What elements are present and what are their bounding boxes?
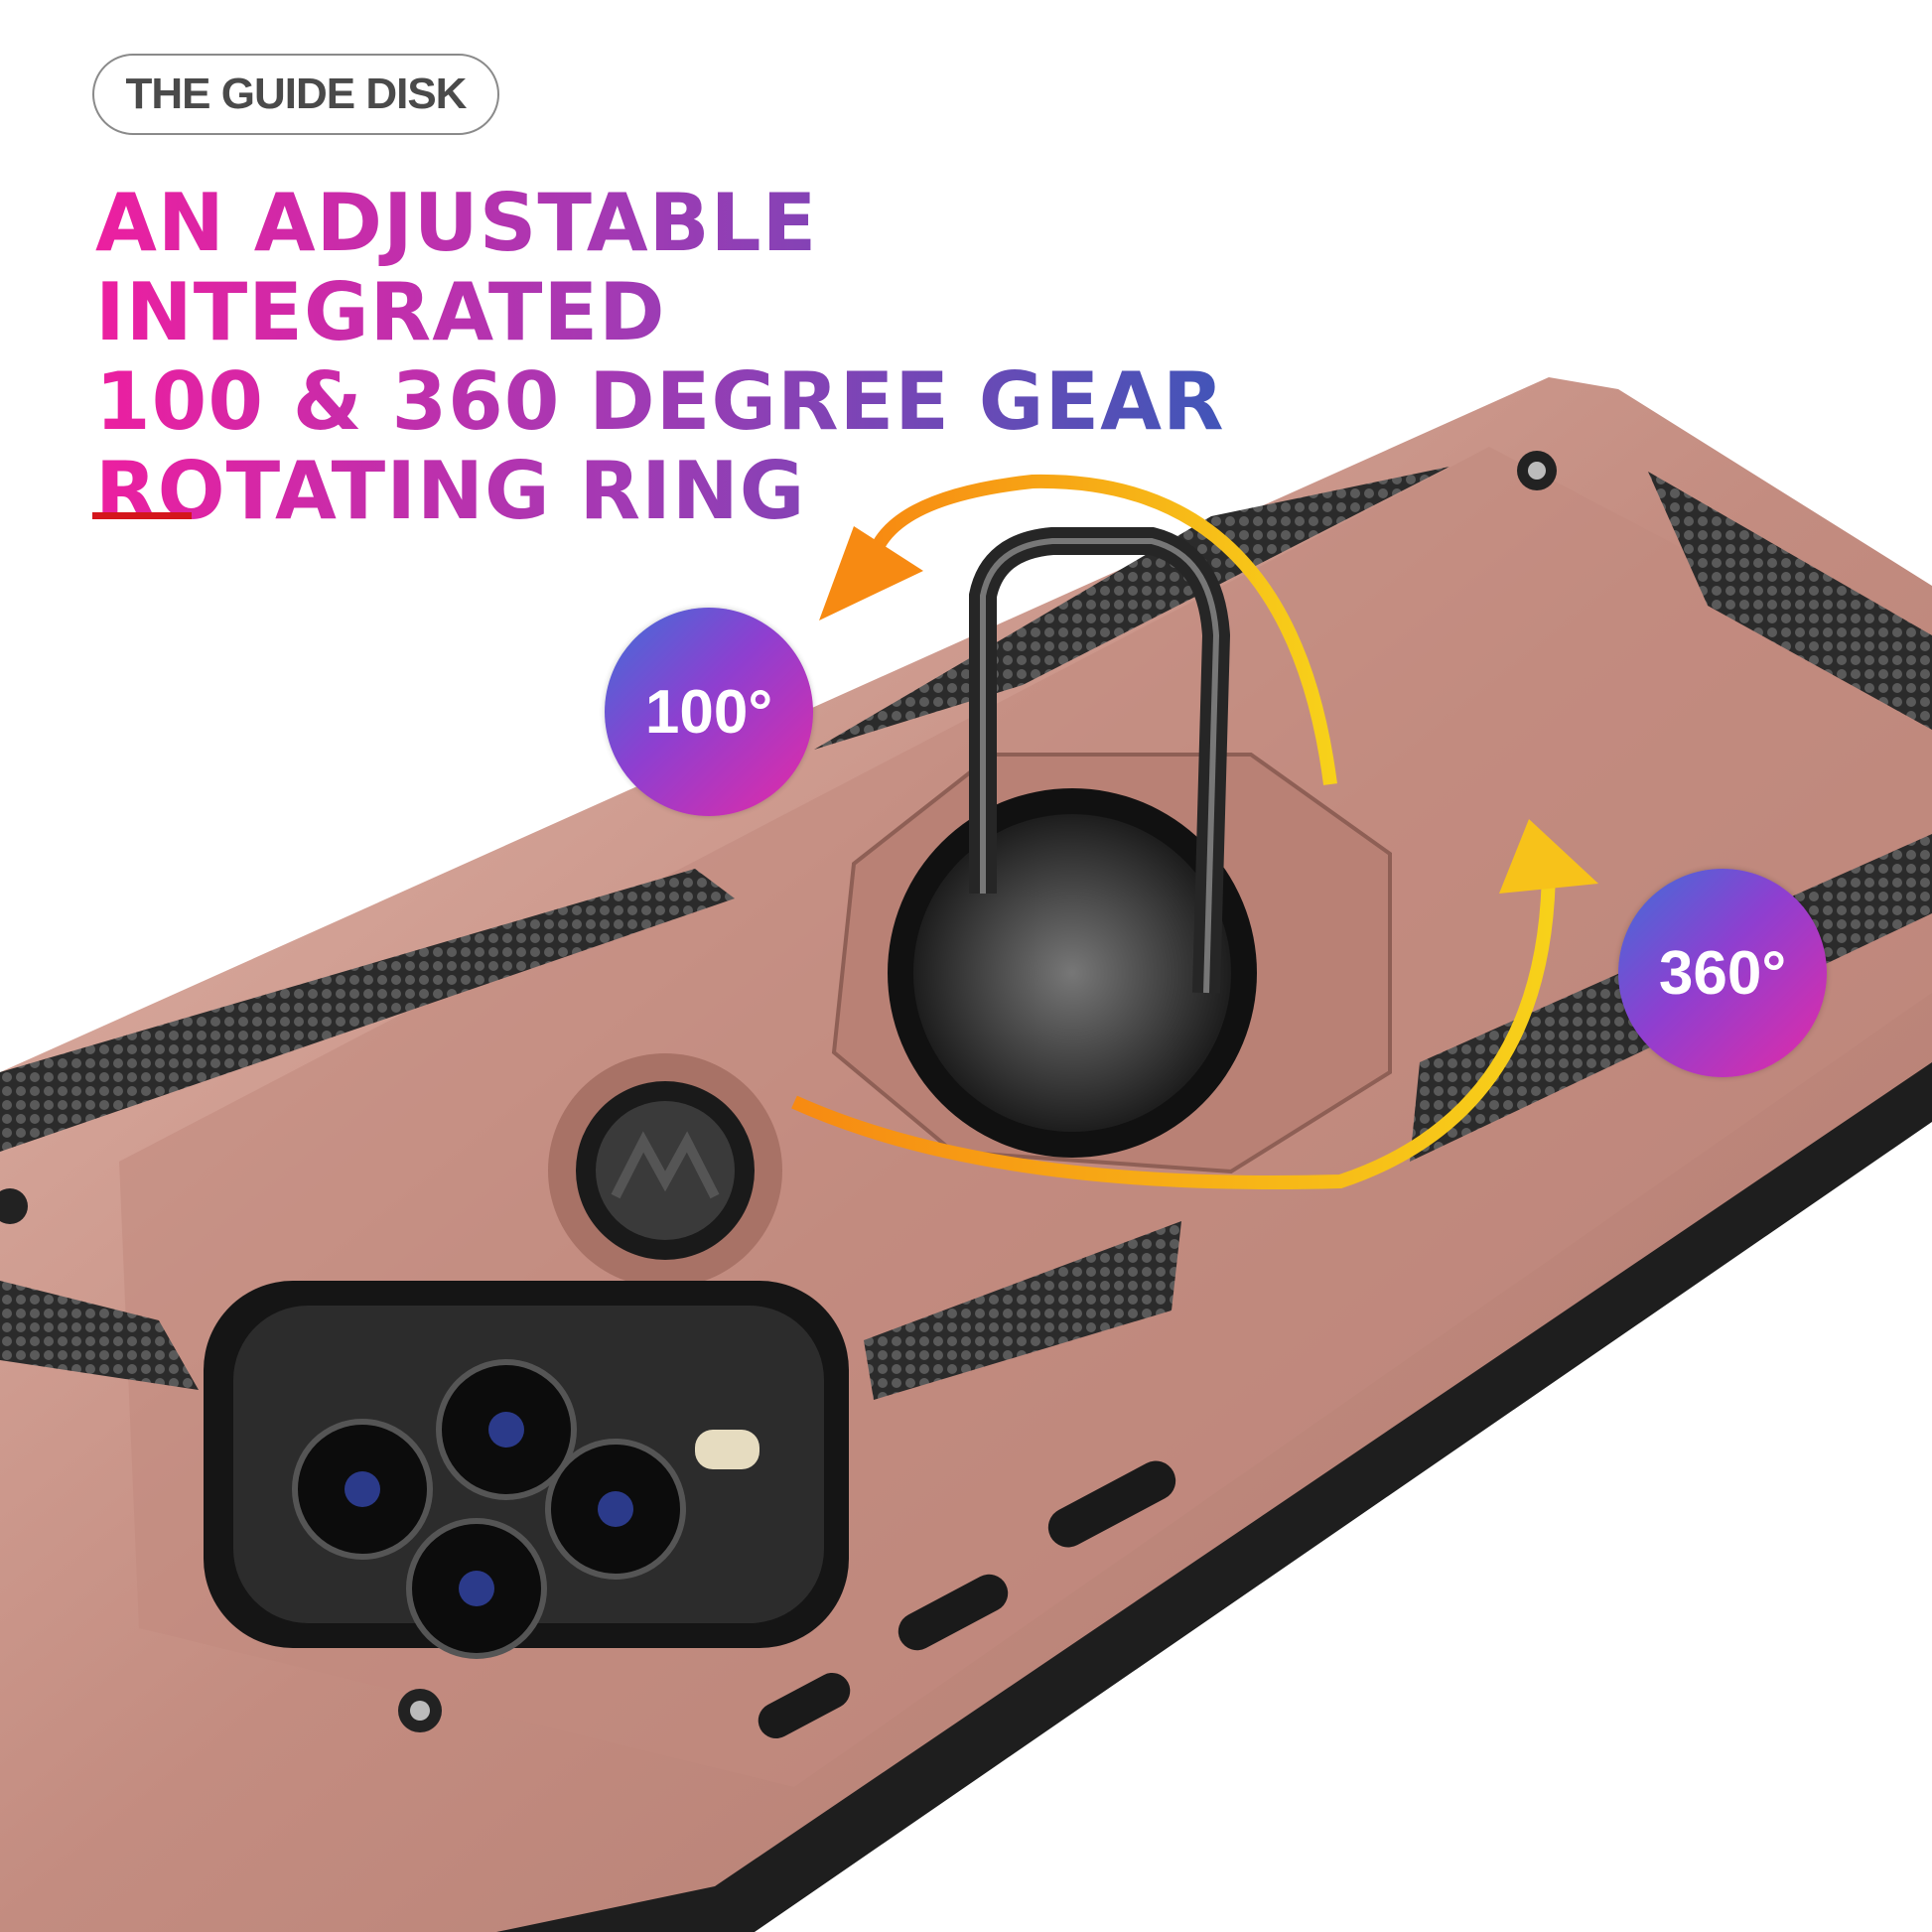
rotate-arrow	[791, 863, 1556, 1189]
headline: AN ADJUSTABLE INTEGRATED 100 & 360 DEGRE…	[95, 179, 1267, 536]
grip-panel	[1648, 472, 1932, 730]
tilt-arrowhead	[819, 526, 923, 621]
badge-100-degree: 100°	[605, 608, 813, 816]
headline-line-3: ROTATING RING	[95, 447, 1267, 536]
rotate-arrowhead	[1499, 819, 1598, 894]
headline-line-1: AN ADJUSTABLE INTEGRATED	[95, 179, 1267, 357]
grip-panel	[0, 1281, 199, 1390]
grip-panel	[864, 1221, 1181, 1400]
accent-divider	[92, 512, 192, 519]
grip-panel	[0, 869, 735, 1152]
guide-disk-label: THE GUIDE DISK	[92, 54, 499, 135]
tilt-arrow	[867, 474, 1337, 785]
headline-line-2: 100 & 360 DEGREE GEAR	[95, 357, 1267, 447]
camera-lenses	[292, 1359, 759, 1659]
badge-360-degree: 360°	[1618, 869, 1827, 1077]
